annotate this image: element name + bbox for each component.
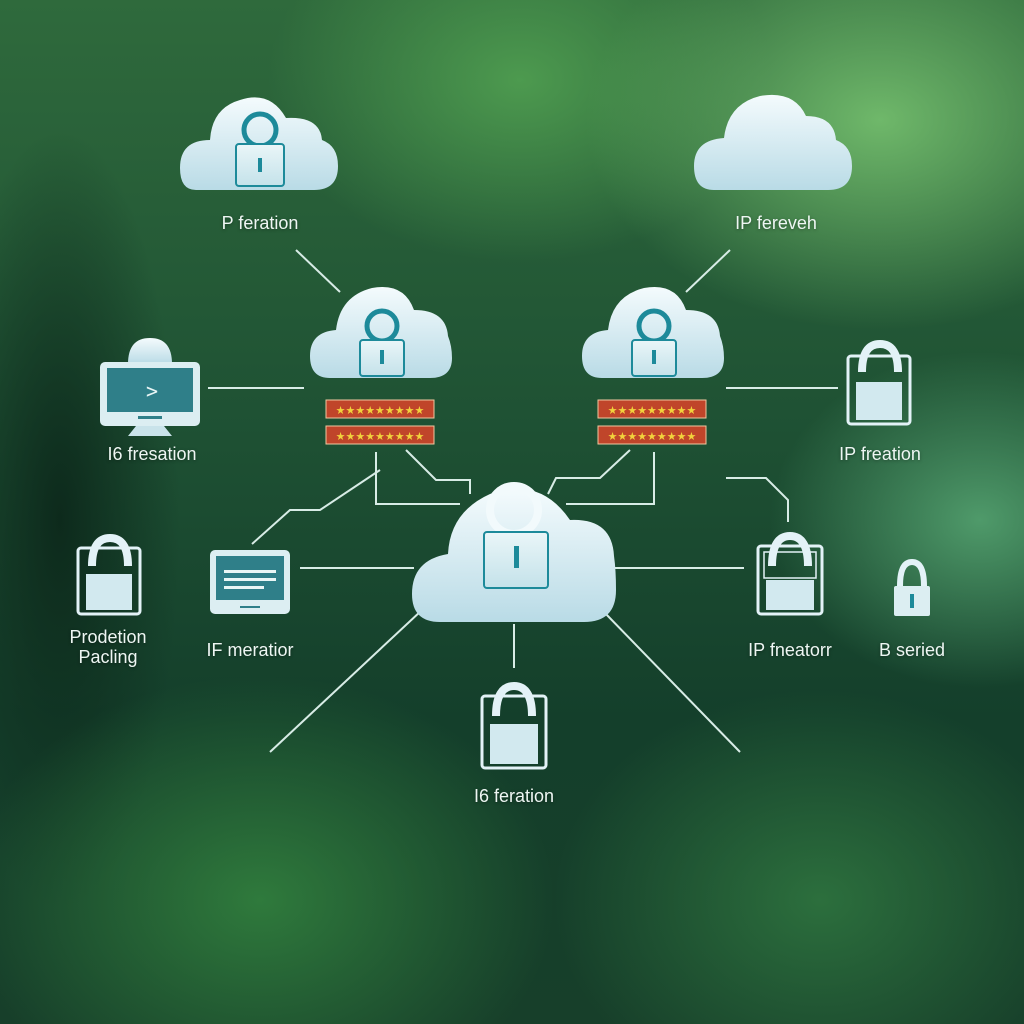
- padlock-icon: [894, 558, 930, 616]
- label-far-left-lock-line2: Pacling: [78, 647, 138, 667]
- label-top-right-cloud: IP fereveh: [735, 213, 817, 233]
- svg-text:★★★★★★★★★: ★★★★★★★★★: [608, 404, 697, 417]
- label-left-tablet: IF meratior: [206, 640, 294, 660]
- firewall-icon: ★★★★★★★★★ ★★★★★★★★★: [597, 399, 707, 445]
- svg-text:★★★★★★★★★: ★★★★★★★★★: [608, 430, 697, 443]
- label-left-monitor: I6 fresation: [107, 444, 197, 464]
- monitor-prompt: >: [146, 379, 158, 403]
- cloud-icon: [694, 94, 852, 190]
- padlock-icon: [756, 531, 824, 616]
- tablet-icon: [210, 550, 290, 614]
- label-far-right-lock: B seried: [878, 640, 946, 660]
- label-top-left-cloud: P feration: [221, 213, 299, 233]
- padlock-icon: [846, 339, 912, 426]
- label-far-left-lock-line1: Prodetion: [69, 627, 147, 647]
- cloud-lock-icon: [310, 286, 452, 378]
- label-bottom-lock: I6 feration: [473, 786, 555, 806]
- label-far-left-lock: Prodetion Pacling: [48, 627, 168, 667]
- label-right-lock: IP freation: [839, 444, 921, 464]
- connector-lines: [208, 249, 838, 753]
- svg-text:★★★★★★★★★: ★★★★★★★★★: [336, 404, 425, 417]
- cloud-lock-icon: [412, 482, 616, 622]
- cloud-lock-icon: [180, 97, 338, 190]
- label-center-right-lock: IP fneatorr: [748, 640, 832, 660]
- padlock-icon: [480, 681, 548, 770]
- monitor-icon: >: [100, 338, 200, 436]
- svg-text:★★★★★★★★★: ★★★★★★★★★: [336, 430, 425, 443]
- firewall-icon: ★★★★★★★★★ ★★★★★★★★★: [325, 399, 435, 445]
- padlock-icon: [76, 533, 142, 616]
- cloud-lock-icon: [582, 286, 724, 378]
